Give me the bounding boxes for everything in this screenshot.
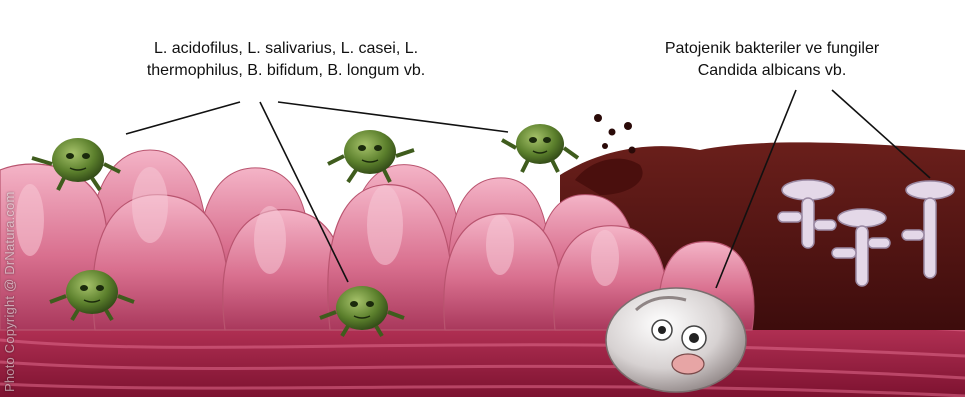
probiotics-label: L. acidofilus, L. salivarius, L. casei, … (96, 38, 476, 82)
debris-dots (594, 114, 636, 154)
probiotics-label-line-1: L. acidofilus, L. salivarius, L. casei, … (96, 38, 476, 60)
pathogens-label-line-1: Patojenik bakteriler ve fungiler (622, 38, 922, 60)
probiotics-label-line-2: thermophilus, B. bifidum, B. longum vb. (96, 60, 476, 82)
copyright-watermark: Photo Copyright @ DrNatura.com (2, 191, 17, 392)
pathogens-label: Patojenik bakteriler ve fungiler Candida… (622, 38, 922, 82)
pathogens-label-line-2: Candida albicans vb. (622, 60, 922, 82)
pathogen-monster-icon (606, 288, 746, 392)
